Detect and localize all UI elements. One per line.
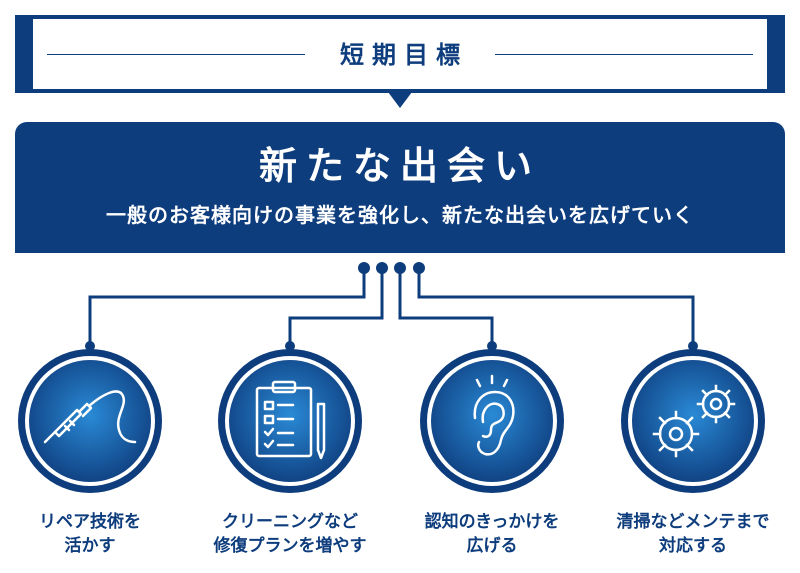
soldering-iron-icon bbox=[43, 390, 137, 444]
clipboard-checklist-icon bbox=[255, 380, 326, 460]
item-label-3: 認知のきっかけを 広げる bbox=[392, 510, 592, 558]
goal-header: 短期目標 bbox=[15, 15, 785, 93]
goal-header-inner: 短期目標 bbox=[33, 19, 767, 89]
item-label-4: 清掃などメンテまで 対応する bbox=[593, 510, 793, 558]
header-title-wrap: 短期目標 bbox=[33, 41, 767, 69]
item-circle-4 bbox=[618, 346, 768, 496]
item-circle-1 bbox=[15, 346, 165, 496]
connector-dot-3 bbox=[394, 262, 406, 274]
item-label-1: リペア技術を 活かす bbox=[0, 510, 190, 558]
item-label-3-line2: 広げる bbox=[466, 536, 518, 556]
item-label-2: クリーニングなど 修復プランを増やす bbox=[190, 510, 390, 558]
item-circle-2 bbox=[215, 346, 365, 496]
header-rule-left bbox=[47, 54, 305, 55]
connector-end-2 bbox=[285, 341, 295, 351]
main-banner: 新たな出会い 一般のお客様向けの事業を強化し、新たな出会いを広げていく bbox=[15, 122, 785, 253]
connector-4 bbox=[417, 268, 695, 346]
item-label-2-line1: クリーニングなど bbox=[222, 512, 358, 532]
ear-icon bbox=[473, 374, 515, 456]
connector-end-4 bbox=[688, 341, 698, 351]
item-label-3-line1: 認知のきっかけを bbox=[424, 512, 560, 532]
connector-2 bbox=[288, 268, 384, 346]
banner-title: 新たな出会い bbox=[258, 144, 541, 188]
item-label-2-line2: 修復プランを増やす bbox=[213, 536, 367, 556]
connector-dot-2 bbox=[376, 262, 388, 274]
item-label-1-line1: リペア技術を bbox=[39, 512, 141, 532]
connector-end-3 bbox=[487, 341, 497, 351]
header-title: 短期目標 bbox=[322, 41, 478, 69]
connector-dot-4 bbox=[413, 262, 425, 274]
connector-dot-1 bbox=[358, 262, 370, 274]
banner-subtitle: 一般のお客様向けの事業を強化し、新たな出会いを広げていく bbox=[106, 203, 694, 227]
gears-icon bbox=[652, 384, 736, 458]
connector-3 bbox=[398, 268, 494, 346]
down-pointer-icon bbox=[388, 92, 412, 108]
item-label-4-line1: 清掃などメンテまで bbox=[616, 512, 770, 532]
connector-1 bbox=[88, 268, 366, 346]
item-label-1-line2: 活かす bbox=[64, 536, 116, 556]
item-circle-3 bbox=[417, 346, 567, 496]
item-label-4-line2: 対応する bbox=[659, 536, 727, 556]
header-rule-right bbox=[495, 54, 753, 55]
connector-end-1 bbox=[85, 341, 95, 351]
